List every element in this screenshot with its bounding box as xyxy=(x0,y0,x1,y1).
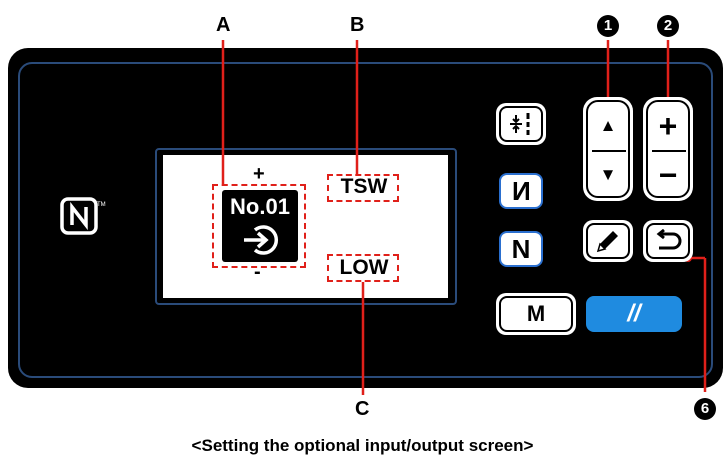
up-down-key[interactable]: ▲ ▼ xyxy=(583,97,633,201)
needle-position-icon xyxy=(510,113,530,135)
n-label: N xyxy=(511,233,531,264)
plus-mark: + xyxy=(253,163,265,185)
needle-position-key[interactable] xyxy=(496,103,546,145)
minus-icon[interactable]: − xyxy=(658,157,678,193)
up-arrow-icon[interactable]: ▲ xyxy=(599,116,617,135)
plus-minus-key[interactable]: + − xyxy=(643,97,693,201)
reset-icon: // xyxy=(627,300,641,327)
plus-icon[interactable]: + xyxy=(658,108,678,144)
mode-key[interactable]: M xyxy=(496,293,576,335)
reverse-n-label: N xyxy=(511,175,531,206)
n-key[interactable]: N xyxy=(496,228,546,270)
callout-2: 2 xyxy=(657,15,679,37)
svg-text:TM: TM xyxy=(97,202,106,208)
edit-key[interactable] xyxy=(583,220,633,262)
return-icon xyxy=(656,229,682,250)
callout-b: B xyxy=(350,14,365,36)
level-label: LOW xyxy=(339,256,389,279)
down-arrow-icon[interactable]: ▼ xyxy=(599,165,617,184)
reset-key[interactable]: // xyxy=(583,293,685,335)
lcd-frame xyxy=(155,148,457,305)
function-label: TSW xyxy=(340,175,388,198)
input-icon xyxy=(244,225,279,255)
callout-6: 6 xyxy=(694,398,716,420)
minus-mark: - xyxy=(254,261,261,283)
mode-label: M xyxy=(526,301,546,326)
nfc-icon: TM xyxy=(60,197,106,235)
pencil-icon xyxy=(596,231,618,253)
input-number: No.01 xyxy=(230,194,290,219)
callout-c-frame xyxy=(327,254,399,282)
up-down-divider xyxy=(592,150,626,152)
callout-b-frame xyxy=(327,174,399,202)
callout-1: 1 xyxy=(597,15,619,37)
callout-c: C xyxy=(355,398,370,420)
plus-minus-divider xyxy=(652,150,686,152)
callout-a-frame xyxy=(212,184,306,268)
operation-panel-border xyxy=(18,62,713,378)
callout-a: A xyxy=(216,14,231,36)
reverse-n-key[interactable]: N xyxy=(496,170,546,212)
return-key[interactable] xyxy=(643,220,693,262)
figure-caption: <Setting the optional input/output scree… xyxy=(191,436,534,455)
